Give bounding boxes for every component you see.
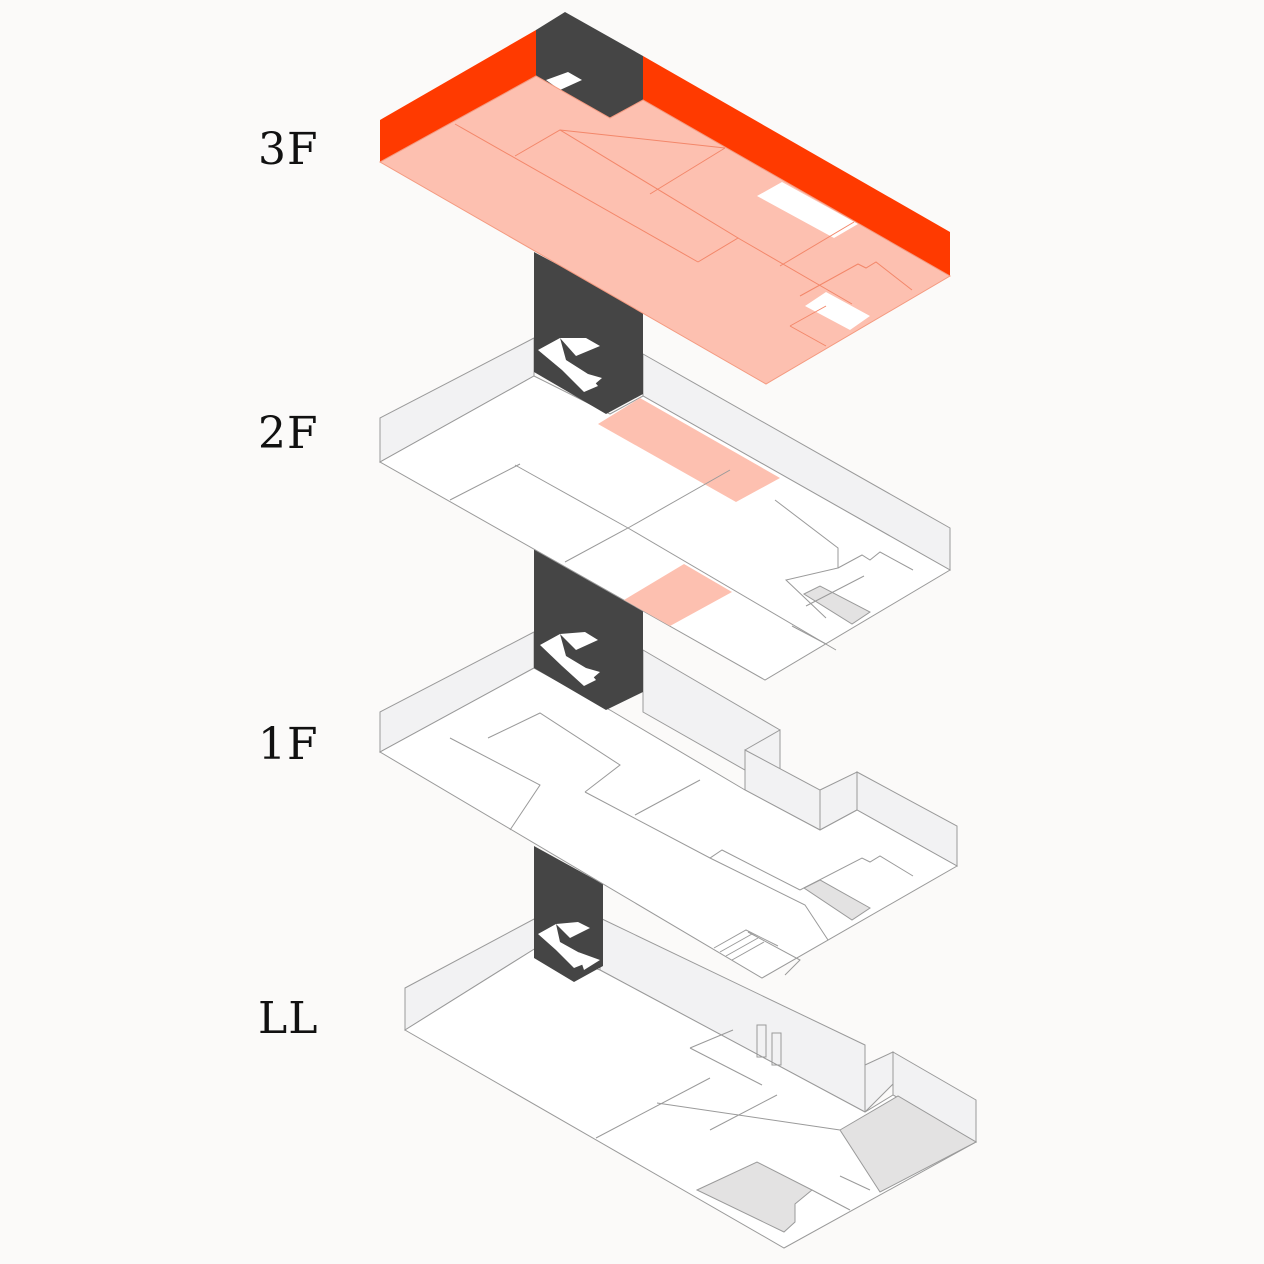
core-3f [536,12,643,118]
3f-partition [514,129,739,263]
ll-partition [595,1077,711,1139]
floor-label-ll[interactable]: LL [258,993,319,1044]
ll-partition [709,1094,778,1131]
1f-entry-steps [731,941,765,961]
stair-icon [546,72,582,90]
ll-door-2 [771,1032,782,1066]
3f-partition [559,129,726,149]
1f-partition [709,857,829,941]
3f-partition [789,325,827,347]
2f-highlight-room-b[interactable] [624,564,732,626]
3f-void-a [757,182,858,238]
2f-partition [837,551,914,571]
floor-3f[interactable] [378,12,951,385]
3f-partition [799,261,913,297]
ll-partition [839,1175,871,1191]
2f-partition [805,575,865,607]
stair-icon [538,922,600,970]
stair-icon [538,338,602,392]
3f-partition [737,237,853,305]
3f-partition [649,147,726,195]
floor-label-1f[interactable]: 1F [258,719,319,770]
3f-void-b [805,292,870,330]
core-2f [534,252,643,414]
2f-partition [627,527,837,651]
2f-partition [514,464,629,529]
floor-label-3f[interactable]: 3F [258,124,319,175]
3f-partition [789,305,827,327]
core-1f [534,548,643,710]
3f-floor-slab [378,75,951,385]
2f-service-strip[interactable] [802,585,871,625]
1f-entry-steps [719,933,753,953]
ll-service-zone-right[interactable] [839,1095,978,1193]
floor-1f[interactable] [378,631,959,979]
1f-partition [449,737,541,831]
3f-wall-back-right [643,56,950,276]
floor-ll[interactable] [404,917,978,1249]
stair-icon [540,632,600,686]
ll-partition [811,1189,851,1211]
1f-partition [799,855,914,891]
ll-partition [689,1029,734,1049]
2f-highlight-room-a[interactable] [598,398,780,502]
1f-partition [747,931,801,976]
3f-partition [779,221,855,267]
ll-partition [656,1102,841,1131]
core-ll [534,846,603,982]
floor-2f[interactable] [378,337,951,681]
1f-partition [584,791,801,891]
2f-partition [791,625,827,645]
2f-floor-slab [378,375,951,681]
1f-partition [487,712,621,793]
1f-entry-steps [713,929,779,949]
3f-partition [454,123,699,263]
1f-entry-steps [725,937,759,957]
ll-service-zone-front[interactable] [695,1161,813,1233]
floor-label-2f[interactable]: 2F [258,408,319,459]
ll-door-1 [756,1024,767,1058]
ll-partition [689,1047,763,1086]
3f-wall-back-left [380,30,536,162]
1f-partition [634,779,701,816]
2f-partition [449,463,521,501]
